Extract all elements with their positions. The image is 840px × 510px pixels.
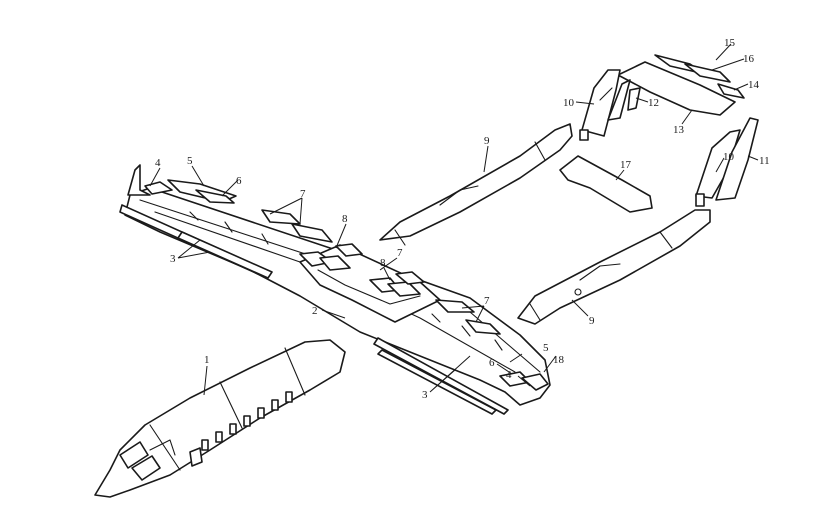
callout-6-left: 6 xyxy=(236,175,242,187)
elevator-tabs xyxy=(654,54,745,99)
fin-brace xyxy=(627,87,641,111)
callout-4-left: 4 xyxy=(155,157,161,169)
callout-16: 16 xyxy=(743,53,755,65)
wingtip-fin-left xyxy=(127,164,173,196)
callout-9-lower: 9 xyxy=(589,315,595,327)
tail-boom-upper xyxy=(379,123,573,246)
callout-6-right: 6 xyxy=(489,357,495,369)
callout-1: 1 xyxy=(204,354,210,366)
callout-7-c: 7 xyxy=(484,295,490,307)
callout-18: 18 xyxy=(553,354,565,366)
callout-10-upper: 10 xyxy=(563,97,575,109)
callout-10-lower: 10 xyxy=(723,151,735,163)
aileron-tab-left xyxy=(195,189,235,204)
wingtip-right xyxy=(499,371,549,391)
wing-spar-left xyxy=(119,204,273,279)
vertical-fins-lower xyxy=(695,117,759,207)
callout-3-left: 3 xyxy=(170,253,176,265)
wing-flaps-right xyxy=(435,299,501,335)
callout-7-b: 7 xyxy=(397,247,403,259)
wing-slot-tabs xyxy=(299,243,425,297)
tail-boom-lower xyxy=(517,209,711,325)
callout-8-a: 8 xyxy=(342,213,348,225)
callout-13: 13 xyxy=(673,124,685,136)
callout-14: 14 xyxy=(748,79,760,91)
callout-labels: 1 2 3 3 4 4 5 5 6 6 7 7 7 8 8 9 9 10 10 … xyxy=(155,37,770,401)
callout-2: 2 xyxy=(312,305,318,317)
callout-5-right: 5 xyxy=(543,342,549,354)
boom-connector-plate xyxy=(559,155,653,213)
callout-7-a: 7 xyxy=(300,188,306,200)
callout-11: 11 xyxy=(759,155,770,167)
callout-9-upper: 9 xyxy=(484,135,490,147)
callout-8-b: 8 xyxy=(380,257,386,269)
callout-leaders xyxy=(149,43,759,396)
callout-3-right: 3 xyxy=(422,389,428,401)
callout-4-right: 4 xyxy=(506,369,512,381)
vertical-fin-upper xyxy=(579,69,631,141)
callout-15: 15 xyxy=(724,37,736,49)
horizontal-stabilizer xyxy=(617,61,736,116)
fuselage xyxy=(94,339,346,498)
wing-spar-right xyxy=(373,337,509,415)
callout-17: 17 xyxy=(620,159,632,171)
callout-5-left: 5 xyxy=(187,155,193,167)
callout-12: 12 xyxy=(648,97,659,109)
